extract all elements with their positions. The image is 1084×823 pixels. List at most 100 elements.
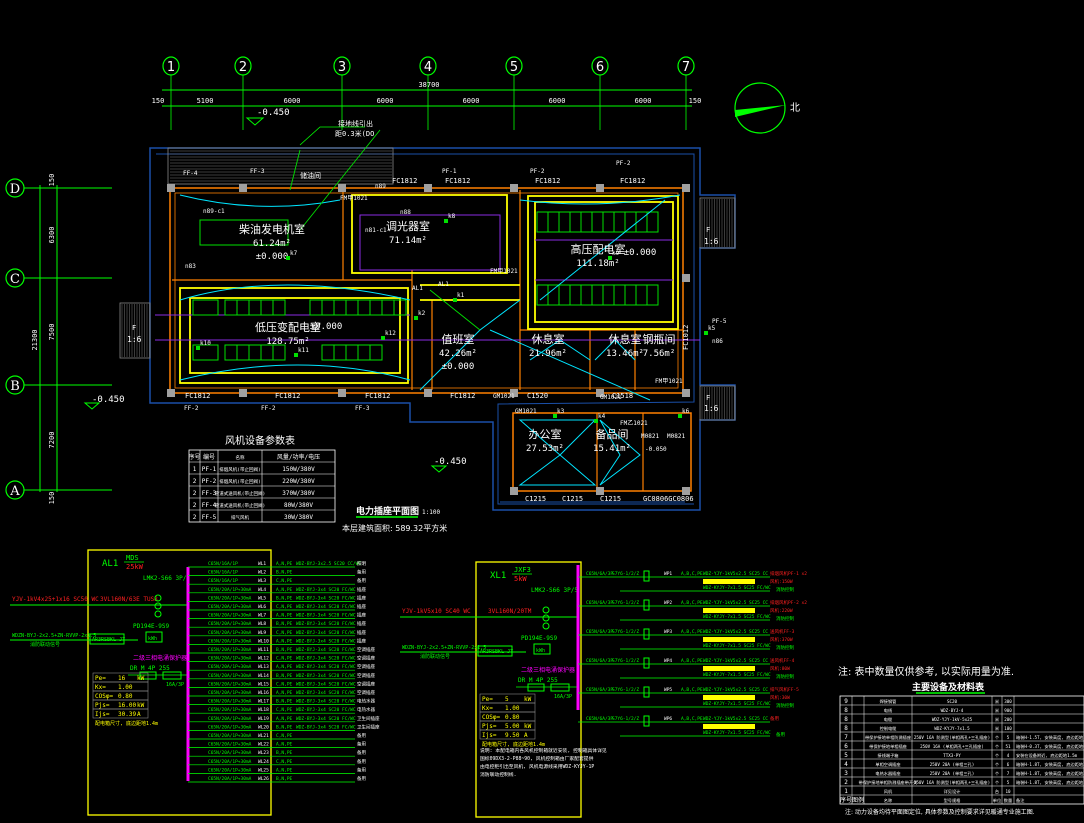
switch-symbol-icon bbox=[414, 316, 418, 320]
fan-table-cell: 排气风机 bbox=[231, 514, 249, 521]
circuit-load: 备用 bbox=[357, 758, 366, 765]
materials-cell: 个 bbox=[995, 780, 1000, 785]
circuit-phase: B,N,PE bbox=[276, 673, 293, 679]
switch-k5: k5 bbox=[708, 325, 716, 332]
switch-symbol-icon bbox=[608, 256, 612, 260]
materials-cell: 7 bbox=[1007, 771, 1010, 776]
param-name: Pe= bbox=[482, 696, 493, 703]
circuit-id: WL6 bbox=[258, 604, 266, 610]
switch-symbol-icon bbox=[453, 298, 457, 302]
svg-text:PF-1: PF-1 bbox=[442, 168, 457, 175]
fan-table-header: 名称 bbox=[236, 454, 245, 461]
circuit-phase: C,N,PE bbox=[276, 578, 293, 584]
side-dim: 150 bbox=[48, 492, 56, 505]
materials-cell: 51 bbox=[1005, 744, 1011, 749]
circuit-breaker: C65N/20A/1P+30mA bbox=[208, 587, 252, 593]
materials-cell: 2 bbox=[844, 779, 848, 786]
surge-breaker: 16A/3P bbox=[166, 682, 184, 688]
control-cable: WDZ-KYJY-7x1.5 SC25 FC/WC bbox=[703, 701, 771, 707]
circuit-phase: A,N,PE bbox=[276, 638, 293, 644]
axis-label-D: D bbox=[10, 182, 20, 197]
svg-text:FM甲1021: FM甲1021 bbox=[340, 195, 368, 202]
side-dim: 6300 bbox=[48, 227, 56, 244]
materials-cell: 米 bbox=[995, 716, 1000, 723]
circuit-id: WL2 bbox=[258, 570, 266, 576]
panel-boundary bbox=[475, 561, 582, 818]
window-label: FC1812 bbox=[535, 177, 560, 185]
cabinet bbox=[602, 284, 615, 306]
materials-cell: 接线端子箱 bbox=[878, 752, 899, 759]
circuit-breaker: C65N/6A/3P bbox=[586, 629, 613, 635]
materials-cell: 6 bbox=[844, 743, 848, 750]
fan-table-cell: 220W/380V bbox=[282, 478, 315, 485]
circuit-id: WP6 bbox=[664, 716, 672, 722]
control-cable: WDZ-KYJY-7x1.5 SC25 FC/WC bbox=[703, 643, 771, 649]
param-unit: kW bbox=[524, 723, 532, 730]
param-value: 9.50 bbox=[505, 732, 520, 739]
switch-k3: k3 bbox=[557, 408, 565, 415]
materials-cell: 8 bbox=[844, 707, 848, 714]
fan-table-cell: 2 bbox=[193, 478, 197, 485]
window-label: GC0806GC0806 bbox=[643, 495, 694, 503]
window-label: FC1812 bbox=[365, 392, 390, 400]
circuit-id: WP2 bbox=[664, 600, 672, 606]
svg-text:FF-3: FF-3 bbox=[355, 405, 370, 412]
circuit-load: 空调插座 bbox=[357, 689, 375, 696]
cabinet bbox=[345, 299, 359, 316]
switch-symbol-icon bbox=[286, 256, 290, 260]
circuit-breaker: C65N/16A/1P bbox=[208, 578, 238, 584]
fan-table-cell: 2 bbox=[193, 514, 197, 521]
svg-text:F: F bbox=[132, 324, 136, 332]
svg-text:FF-2: FF-2 bbox=[261, 405, 276, 412]
cabinet bbox=[613, 211, 626, 233]
svg-text:FF-2: FF-2 bbox=[184, 405, 199, 412]
circuit-phase: C,N,PE bbox=[276, 733, 293, 739]
surge-breaker-icon bbox=[550, 683, 570, 692]
circuit-breaker: C65N/20A/1P+30mA bbox=[208, 604, 252, 610]
circuit-phase: A,B,C,PE bbox=[681, 658, 703, 664]
circuit-phase: A,N,PE bbox=[276, 767, 293, 773]
circuit-phase: A,N,PE bbox=[276, 587, 293, 593]
cabinet bbox=[309, 299, 323, 316]
svg-text:-0.050: -0.050 bbox=[645, 446, 667, 453]
control-note: 消防控制 bbox=[776, 673, 794, 680]
param-value: 5 bbox=[505, 696, 509, 703]
circuit-cable: WDZ-BYJ-3x4 SC20 FC/WC bbox=[296, 630, 356, 636]
circuit-phase: A,B,C,PE bbox=[681, 629, 703, 635]
north-arrow-circle bbox=[734, 82, 786, 134]
panel-model: MDS bbox=[126, 554, 139, 562]
switch-k9: k9 bbox=[612, 250, 620, 257]
top-dim: 6000 bbox=[549, 97, 566, 105]
incoming-cable: YJV-1kV5x10 SC40 WC bbox=[402, 608, 471, 615]
contactor-icon bbox=[643, 657, 650, 669]
switch-k6: k6 bbox=[682, 408, 690, 415]
materials-header: 数量 bbox=[1004, 797, 1012, 804]
circuit-breaker: C65N/20A/1P+30mA bbox=[208, 716, 252, 722]
window-label: C1215 bbox=[562, 495, 583, 503]
circuit-cable: WDZ-YJY-1kV5x2.5 SC25 CC bbox=[703, 687, 768, 693]
svg-text:GM1021: GM1021 bbox=[493, 393, 515, 400]
circuit-id: WL26 bbox=[258, 776, 269, 782]
materials-header: 名称 bbox=[884, 797, 892, 804]
circuit-cable: WDZ-YJY-1kV5x2.5 SC25 CC bbox=[703, 716, 768, 722]
cabinet bbox=[547, 284, 560, 306]
materials-cell: 8 bbox=[844, 725, 848, 732]
window-label: FC1812 bbox=[445, 177, 470, 185]
svg-text:FF-3: FF-3 bbox=[250, 168, 265, 175]
materials-cell: 安装在设备附近, 底边距地1.5m bbox=[1016, 752, 1078, 759]
north-arrow: 北 bbox=[734, 82, 800, 134]
param-unit: kW bbox=[137, 702, 145, 709]
fan-table-cell: 管道式送风机(带止回阀) bbox=[215, 502, 265, 509]
cabinet bbox=[260, 344, 274, 361]
circuit-id: WP1 bbox=[664, 571, 672, 577]
circuit-id: WL15 bbox=[258, 681, 269, 687]
circuit-load-power: 风机:150W bbox=[770, 578, 793, 585]
circuit-load: 备用 bbox=[357, 749, 366, 756]
materials-cell: 电线 bbox=[884, 707, 893, 713]
